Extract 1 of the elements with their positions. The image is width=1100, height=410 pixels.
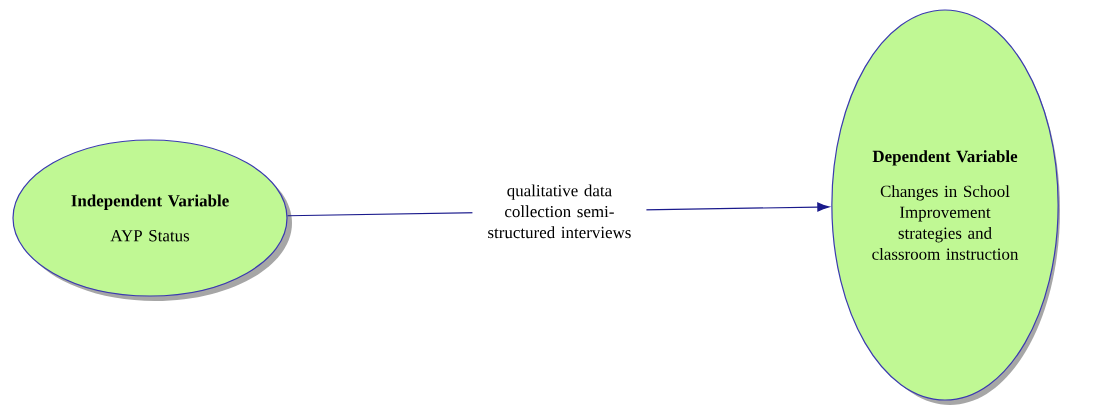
edge-label: qualitative data collection semi-structured interviews xyxy=(472,182,647,241)
